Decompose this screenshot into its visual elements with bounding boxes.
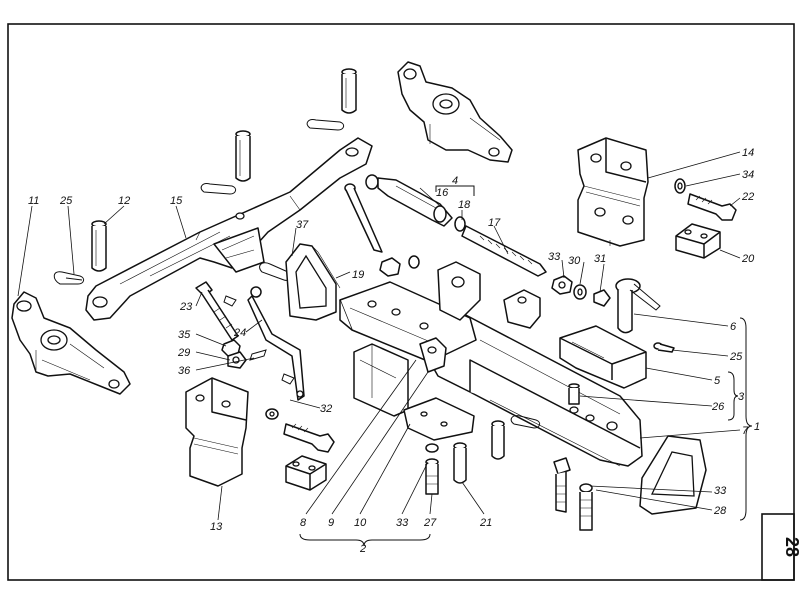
- part-pin-mid: [235, 130, 251, 182]
- part-14-bracket: [577, 137, 649, 247]
- part-23-bolt: [195, 281, 239, 341]
- label-30: 30: [568, 255, 581, 267]
- part-washer-upper-left: [408, 255, 420, 269]
- part-clip-small-low: [281, 373, 295, 385]
- label-7: 7: [742, 425, 749, 437]
- part-block-lower-left: [285, 455, 327, 491]
- label-33-upper: 33: [548, 251, 561, 263]
- label-9: 9: [328, 517, 334, 529]
- part-21-pin: [453, 442, 467, 484]
- part-clip-small-mid: [223, 295, 237, 307]
- part-15-long-link: [85, 137, 373, 321]
- label-13: 13: [210, 521, 223, 533]
- part-11-lever-bracket: [11, 291, 131, 395]
- part-26-pin: [568, 383, 580, 405]
- page-number-box: 28: [761, 513, 800, 581]
- page-frame: [7, 23, 795, 581]
- part-bolt-32: [283, 423, 335, 453]
- callout-labels: 11 25 12 15 4 16 18 17 37 19 33 30 31 14…: [28, 147, 760, 555]
- label-25-right: 25: [729, 351, 743, 363]
- label-27: 27: [423, 517, 437, 529]
- part-1-main-bracket: [339, 261, 643, 467]
- label-33-lower: 33: [396, 517, 409, 529]
- label-10: 10: [354, 517, 367, 529]
- label-12: 12: [118, 195, 130, 207]
- label-2: 2: [359, 543, 366, 555]
- label-23: 23: [179, 301, 193, 313]
- label-18: 18: [458, 199, 471, 211]
- label-32: 32: [320, 403, 332, 415]
- part-17-threaded-rod: [461, 225, 547, 277]
- part-5-slide-block: [559, 325, 647, 389]
- part-25-pin-right: [653, 342, 675, 353]
- brace-3: [727, 371, 739, 421]
- part-clip-lower: [510, 415, 541, 429]
- label-14: 14: [742, 147, 754, 159]
- label-37: 37: [296, 219, 309, 231]
- part-clip-top: [306, 119, 345, 131]
- part-19-triangle-plate: [285, 243, 341, 321]
- part-bolt-lower-right-2: [579, 483, 593, 531]
- part-13-lower-bracket: [185, 377, 249, 487]
- label-19: 19: [352, 269, 364, 281]
- brace-4: [435, 185, 475, 196]
- part-12-pin: [91, 220, 107, 272]
- part-pin-top: [341, 68, 357, 114]
- label-8: 8: [300, 517, 307, 529]
- label-34: 34: [742, 169, 754, 181]
- part-32-washer: [265, 408, 279, 420]
- label-21: 21: [479, 517, 492, 529]
- part-25-spring-clip-left: [53, 271, 85, 285]
- part-bolt-lower-right-1: [553, 457, 571, 513]
- label-5: 5: [714, 375, 721, 387]
- part-7-right-plate: [639, 435, 707, 515]
- label-36: 36: [178, 365, 191, 377]
- label-28: 28: [713, 505, 727, 517]
- label-26: 26: [711, 401, 725, 413]
- brace-2: [299, 533, 431, 547]
- part-24-link-rod: [247, 286, 305, 401]
- part-36-clip: [249, 349, 267, 361]
- label-4: 4: [452, 175, 458, 187]
- label-1: 1: [754, 421, 760, 433]
- part-34-washer: [674, 178, 686, 194]
- label-17: 17: [488, 217, 501, 229]
- part-33-nut-upper: [551, 275, 573, 295]
- label-29: 29: [177, 347, 190, 359]
- part-20-block: [675, 223, 721, 259]
- part-29-nut: [227, 351, 247, 369]
- label-25-left: 25: [59, 195, 73, 207]
- part-31-bolt: [593, 289, 611, 307]
- label-3: 3: [738, 391, 745, 403]
- part-pin-lower: [491, 420, 505, 460]
- part-upper-lever-bracket: [397, 61, 513, 163]
- part-4-adjusting-screw: [365, 174, 466, 232]
- label-11: 11: [28, 195, 39, 207]
- label-31: 31: [594, 253, 606, 265]
- part-27-bolt: [425, 458, 439, 495]
- label-35: 35: [178, 329, 191, 341]
- page-number: 28: [782, 537, 800, 557]
- label-16: 16: [436, 187, 449, 199]
- part-30-washer: [573, 284, 587, 300]
- label-22: 22: [741, 191, 754, 203]
- part-6-handle-pin: [615, 278, 661, 334]
- part-clip-mid: [200, 183, 237, 195]
- part-22-bolt: [687, 193, 737, 221]
- part-33-washer-lower: [425, 443, 439, 453]
- part-rod-upper: [344, 183, 383, 253]
- label-24: 24: [233, 327, 246, 339]
- brace-1: [739, 317, 753, 521]
- label-6: 6: [730, 321, 737, 333]
- label-33-right: 33: [714, 485, 727, 497]
- label-20: 20: [741, 253, 755, 265]
- label-15: 15: [170, 195, 183, 207]
- part-nut-upper-left: [379, 257, 401, 277]
- leader-lines: [17, 151, 741, 521]
